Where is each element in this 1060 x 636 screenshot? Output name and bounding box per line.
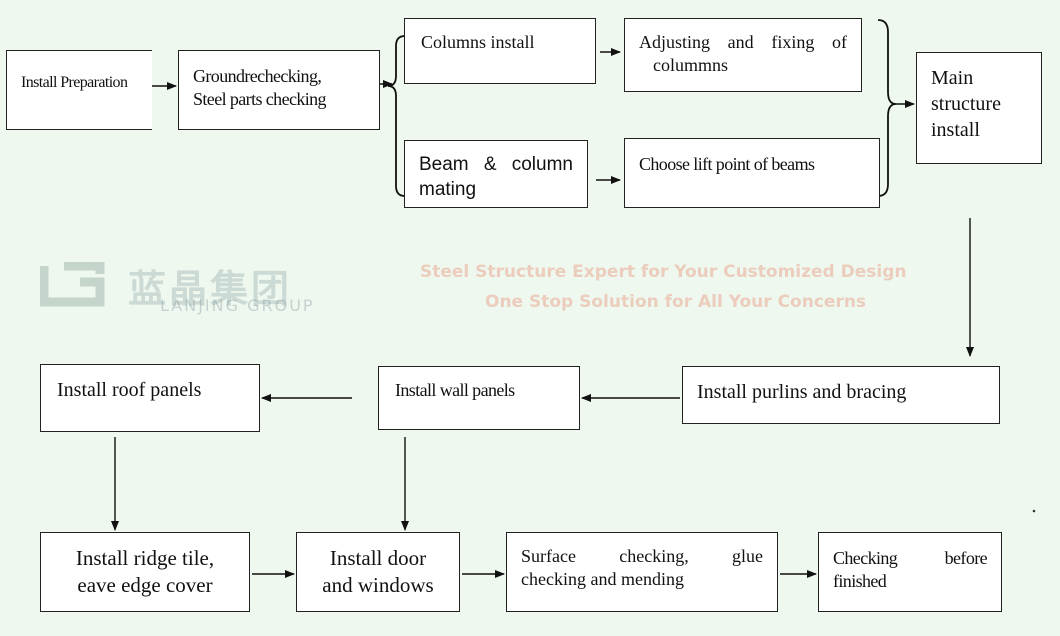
step-label-line-1: Install ridge tile, xyxy=(75,546,215,570)
step-columns-install: Columns install xyxy=(404,18,596,84)
left-brace xyxy=(387,35,406,197)
step-label-line-2: mating xyxy=(419,178,477,200)
watermark-tagline-1: Steel Structure Expert for Your Customiz… xyxy=(420,262,907,282)
step-label-line-1: Install door xyxy=(329,546,427,570)
step-label: Columns install xyxy=(421,32,535,52)
step-main-structure-install: Main structure install xyxy=(916,52,1042,164)
step-label-line-1: Beam & column xyxy=(419,154,573,175)
step-label: Install Preparation xyxy=(21,74,128,91)
step-label-line-2: eave edge cover xyxy=(77,573,213,598)
step-label-line-1: Main xyxy=(931,67,974,89)
step-label-line-1: Adjusting and fixing of xyxy=(639,32,847,52)
step-label-line-2: checking and mending xyxy=(521,569,684,590)
watermark-brand-cn: 蓝晶集团 xyxy=(128,267,293,311)
right-brace xyxy=(877,19,897,197)
step-install-door-windows: Install door and windows xyxy=(296,532,460,612)
step-adjusting-columns: Adjusting and fixing of colummns xyxy=(624,18,862,92)
step-label-line-2: and windows xyxy=(322,573,434,598)
step-install-preparation: Install Preparation xyxy=(6,50,152,130)
stray-dot xyxy=(1032,509,1036,513)
step-checking-before-finished: Checking before finished xyxy=(818,532,1002,612)
step-label-line-1: Checking before xyxy=(833,548,988,568)
step-install-wall-panels: Install wall panels xyxy=(378,366,580,430)
step-label-line-2: Steel parts checking xyxy=(193,89,327,110)
step-label-line-2: finished xyxy=(833,571,887,592)
step-label-line-1: Surface checking, glue xyxy=(521,546,763,566)
step-surface-checking: Surface checking, glue checking and mend… xyxy=(506,532,778,612)
step-beam-column-mating: Beam & column mating xyxy=(404,140,588,208)
step-install-purlins-bracing: Install purlins and bracing xyxy=(682,366,1000,424)
step-label: Install wall panels xyxy=(395,380,515,400)
step-choose-lift-point: Choose lift point of beams xyxy=(624,138,880,208)
step-label: Install purlins and bracing xyxy=(697,381,907,403)
step-label-line-3: install xyxy=(931,119,980,141)
watermark-tagline-2: One Stop Solution for All Your Concerns xyxy=(485,292,867,312)
step-install-ridge-tile: Install ridge tile, eave edge cover xyxy=(40,532,250,612)
step-label: Choose lift point of beams xyxy=(639,154,815,174)
step-label-line-2: colummns xyxy=(653,55,728,76)
step-install-roof-panels: Install roof panels xyxy=(40,364,260,432)
step-label-line-2: structure xyxy=(931,93,1001,115)
step-ground-rechecking: Groundrechecking, Steel parts checking xyxy=(178,50,380,130)
step-label: Install roof panels xyxy=(57,379,202,401)
lanjing-logo-icon xyxy=(40,262,105,307)
watermark-brand-en: LANJING GROUP xyxy=(160,296,315,315)
step-label-line-1: Groundrechecking, xyxy=(193,66,322,86)
